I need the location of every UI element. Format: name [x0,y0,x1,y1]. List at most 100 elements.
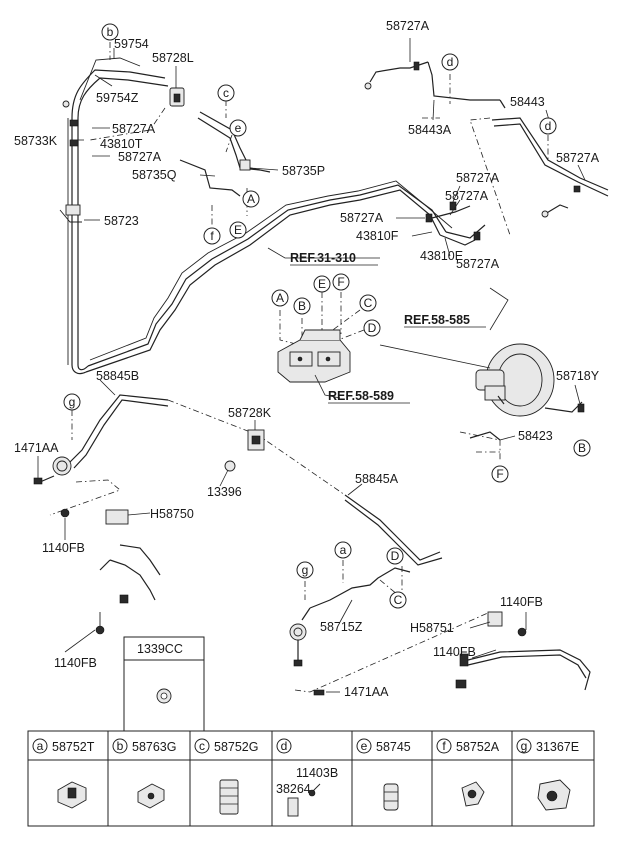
label-58718Y: 58718Y [556,369,600,383]
clip-e-icon [383,783,399,811]
abs-module [277,329,351,399]
svg-text:c: c [223,86,229,100]
callout-A-abs: A [271,289,289,307]
label-58727A-right: 58727A [556,151,600,165]
label-1471AA-bottom: 1471AA [344,685,389,699]
callout-E-abs: E [313,275,331,293]
clip-a-icon [57,781,87,809]
callout-f-top: f [203,227,221,245]
svg-text:g: g [521,739,528,753]
label-58727A-upper: 58727A [112,122,156,136]
svg-text:e: e [361,739,368,753]
inset-label: 1339CC [137,642,183,656]
label-13396: 13396 [207,485,242,499]
label-59754: 59754 [114,37,149,51]
label-58727A-m2: 58727A [445,189,489,203]
callout-g-left: g [63,393,81,411]
svg-text:58745: 58745 [376,740,411,754]
callout-g-mid: g [296,561,314,579]
svg-text:A: A [247,192,255,206]
label-1140FB-upper: 1140FB [42,541,85,555]
label-58727A-m4: 58727A [456,257,500,271]
svg-text:58763G: 58763G [132,740,176,754]
label-58727A-top: 58727A [386,19,430,33]
label-58735P: 58735P [282,164,325,178]
label-43810F: 43810F [356,229,399,243]
svg-text:e: e [235,121,242,135]
label-58723: 58723 [104,214,139,228]
callout-a-mid: a [334,541,352,559]
svg-text:b: b [117,739,124,753]
callout-D-abs: D [363,319,381,337]
label-H58750: H58750 [150,507,194,521]
svg-text:g: g [69,395,76,409]
label-58727A-m1: 58727A [456,171,500,185]
svg-text:F: F [496,467,503,481]
svg-text:11403B: 11403B [296,766,338,780]
callout-F-abs: F [332,273,350,291]
right-lower-lines [455,611,591,691]
label-58733K: 58733K [14,134,58,148]
svg-text:f: f [210,229,214,243]
svg-text:d: d [447,55,454,69]
legend-cell-c: c 58752G [194,738,258,754]
ref-58-589: REF.58-589 [328,389,394,403]
left-lower-lines [33,394,265,635]
callout-d-right: d [539,117,557,135]
left-upper-components [59,87,271,223]
svg-text:C: C [364,296,373,310]
callout-E-top: E [229,221,247,239]
label-43810E: 43810E [420,249,463,263]
callout-d-top: d [441,53,459,71]
svg-text:g: g [302,563,309,577]
inset-1339cc: 1339CC [123,636,205,732]
brake-booster [379,343,585,441]
label-H58751: H58751 [410,621,454,635]
label-59754Z: 59754Z [96,91,139,105]
callout-D-mid: D [386,547,404,565]
svg-text:B: B [578,441,586,455]
ref-31-310: REF.31-310 [290,251,356,265]
ref-58-585: REF.58-585 [404,313,470,327]
svg-text:c: c [199,739,205,753]
bracket-d-icon [287,783,321,817]
svg-text:E: E [234,223,242,237]
label-58443A: 58443A [408,123,452,137]
label-58735Q: 58735Q [132,168,177,182]
label-1140FB-right-lower: 1140FB [433,645,476,659]
legend-cell-f: f 58752A [436,738,500,754]
legend-cell-d: d 11403B 38264 [276,738,338,796]
callout-B-right: B [573,439,591,457]
callout-e-top: e [229,119,247,137]
label-58423: 58423 [518,429,553,443]
label-58845B: 58845B [96,369,139,383]
svg-text:b: b [107,25,114,39]
svg-text:C: C [394,593,403,607]
legend-cell-g: g 31367E [516,738,579,754]
label-1140FB-lower: 1140FB [54,656,97,670]
label-1471AA-left: 1471AA [14,441,59,455]
svg-text:31367E: 31367E [536,740,579,754]
middle-lower-lines [289,494,443,696]
callout-C-mid: C [389,591,407,609]
callout-A-top: A [242,190,260,208]
svg-text:58752T: 58752T [52,740,95,754]
svg-text:D: D [391,549,400,563]
long-diagonal-lines [85,180,453,373]
clip-f-icon [461,781,485,807]
label-58727A-m3: 58727A [340,211,384,225]
svg-text:d: d [281,739,288,753]
svg-text:a: a [340,543,347,557]
legend-cell-a: a 58752T [32,738,95,754]
callout-c-top: c [217,84,235,102]
clip-g-icon [537,779,571,811]
svg-text:B: B [298,299,306,313]
callout-circles: b c e A f E d d A B E F C D g B F a D g … [63,23,591,609]
label-58715Z: 58715Z [320,620,363,634]
label-58443: 58443 [510,95,545,109]
svg-text:38264: 38264 [276,782,311,796]
callout-F-right: F [491,465,509,483]
callout-C-abs: C [359,294,377,312]
svg-text:58752G: 58752G [214,740,258,754]
svg-text:A: A [276,291,284,305]
